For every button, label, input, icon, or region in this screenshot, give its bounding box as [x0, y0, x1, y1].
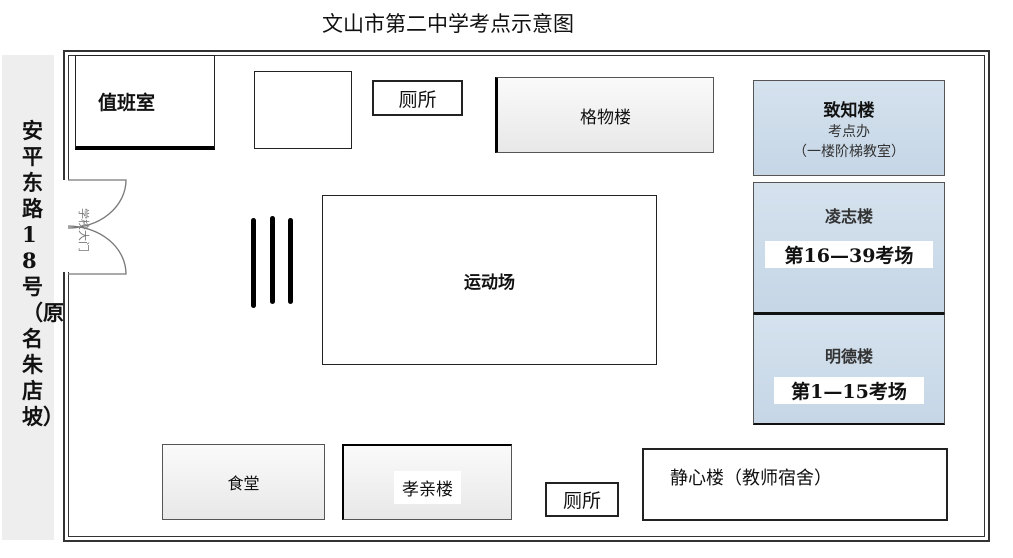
road [2, 55, 54, 540]
inner-wall [68, 55, 985, 537]
zhizhi-label: 致知楼 [823, 101, 875, 121]
sports-field: 运动场 [322, 195, 657, 365]
stair-bar [270, 216, 275, 304]
road-label: 安平东路18号（原名朱店坡） [22, 118, 64, 429]
xiaoqin-building: 孝亲楼 [342, 444, 512, 520]
stair-bar [288, 218, 293, 304]
gewu-building: 格物楼 [495, 77, 714, 153]
zhizhi-building: 致知楼 考点办 （一楼阶梯教室） [753, 80, 945, 176]
zhizhi-note: （一楼阶梯教室） [793, 144, 905, 160]
lingzhi-building: 凌志楼 第16—39考场 [753, 182, 945, 314]
gate-doors-icon[interactable] [66, 178, 128, 276]
duty-room: 值班室 [75, 55, 215, 150]
lingzhi-rooms: 第16—39考场 [765, 241, 933, 268]
mingde-label: 明德楼 [824, 347, 873, 366]
gate-gap [60, 180, 74, 272]
exam-office-label: 考点办 [828, 124, 870, 140]
toilet-top-label: 厕所 [398, 88, 437, 111]
map-title: 文山市第二中学考点示意图 [322, 12, 574, 36]
unlabeled-building [254, 71, 352, 149]
field-label: 运动场 [464, 272, 515, 293]
xiaoqin-label: 孝亲楼 [394, 471, 461, 504]
duty-room-label: 值班室 [98, 91, 156, 114]
canteen-label: 食堂 [227, 474, 260, 493]
canteen: 食堂 [162, 444, 325, 520]
stair-bar [251, 218, 256, 308]
jingxin-building: 静心楼（教师宿舍） [642, 448, 948, 521]
gewu-label: 格物楼 [580, 107, 631, 128]
jingxin-label: 静心楼（教师宿舍） [670, 467, 832, 489]
gate-label: 学校大门 [77, 208, 90, 252]
toilet-top: 厕所 [372, 80, 463, 116]
outer-wall [63, 50, 990, 542]
lingzhi-label: 凌志楼 [824, 207, 873, 226]
mingde-rooms: 第1—15考场 [774, 377, 924, 404]
mingde-building: 明德楼 第1—15考场 [753, 313, 945, 425]
toilet-bottom-label: 厕所 [562, 490, 601, 512]
toilet-bottom: 厕所 [545, 482, 619, 517]
